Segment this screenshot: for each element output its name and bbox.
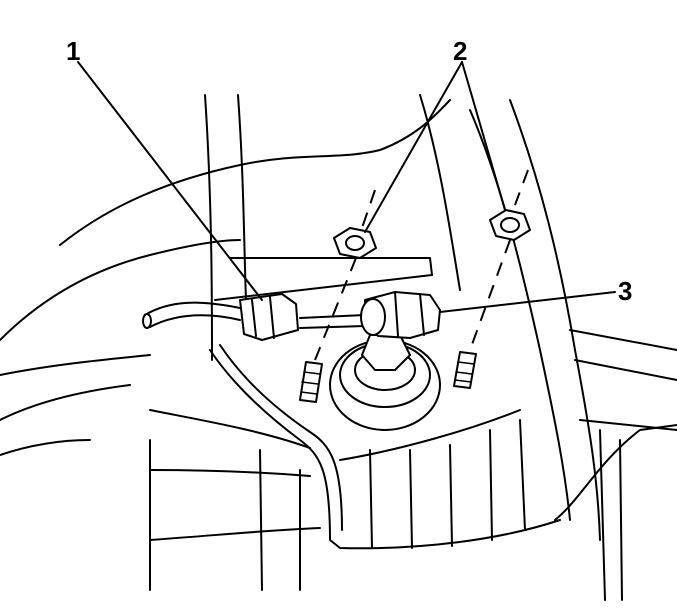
callout-3: 3: [618, 276, 632, 306]
body-panel-contours: [0, 94, 677, 541]
strut-top-mount: [329, 334, 441, 431]
callout-2: 2: [453, 36, 467, 66]
leader-lines: [77, 61, 616, 313]
callout-1: 1: [66, 36, 80, 66]
strut-sensor: [360, 291, 441, 339]
mount-nuts-and-studs: [299, 169, 531, 403]
strut-tower-panel: [149, 257, 677, 601]
harness-connector: [142, 293, 366, 341]
